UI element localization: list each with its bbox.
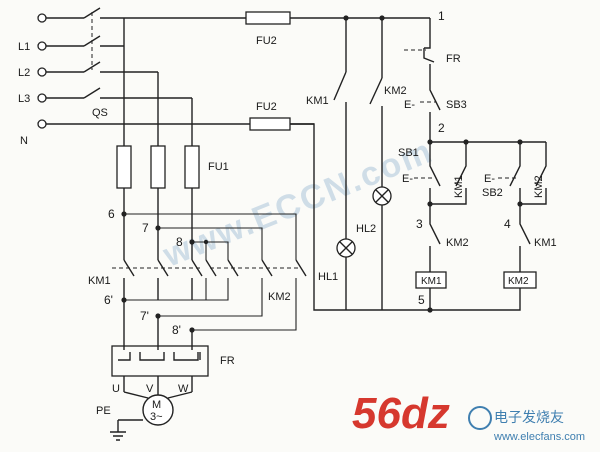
fuse-fu1-a [116,145,132,189]
label-coil-km1: KM1 [421,276,442,287]
fuse-fu2-top [245,11,291,25]
label-sb1: SB1 [398,147,419,159]
label-km2-interlock: KM2 [446,237,469,249]
brand-icon [468,406,492,430]
label-e-sb3: E- [404,99,415,111]
fuse-fu1-b [150,145,166,189]
label-km1-interlock: KM1 [534,237,557,249]
coil-km1 [415,271,447,289]
label-l1: L1 [18,41,30,53]
label-km1-hold: KM1 [453,175,465,198]
label-v: V [146,383,154,395]
label-motor-phase: 3~ [150,411,163,423]
label-fr-main: FR [220,355,235,367]
node-1: 1 [438,9,445,23]
node-8p: 8' [172,323,181,337]
label-fr-ctrl: FR [446,53,461,65]
label-motor: M [152,399,161,411]
terminal-n [37,119,47,129]
label-km2-main: KM2 [268,291,291,303]
label-n: N [20,135,28,147]
brand-watermark: 56dz 电子发烧友 www.elecfans.com [352,389,585,443]
label-e-sb2: E- [484,173,495,185]
label-hl2: HL2 [356,223,376,235]
node-3: 3 [416,217,423,231]
label-pe: PE [96,405,111,417]
label-km2-lamp: KM2 [384,85,407,97]
label-fu2-top: FU2 [256,35,277,47]
label-km2-hold: KM2 [533,175,545,198]
label-l3: L3 [18,93,30,105]
supply-lines [37,7,430,146]
terminal-top [37,13,47,23]
label-sb2: SB2 [482,187,503,199]
label-w: W [178,383,189,395]
label-km1-lamp: KM1 [306,95,329,107]
node-6p: 6' [104,293,113,307]
label-sb3: SB3 [446,99,467,111]
node-7p: 7' [140,309,149,323]
label-hl1: HL1 [318,271,338,283]
node-2: 2 [438,121,445,135]
label-km1-main: KM1 [88,275,111,287]
power-circuit [110,188,307,441]
labels: L1 L2 L3 N QS FU2 FU2 FU1 KM1 KM2 FR U V… [18,9,557,423]
control-circuit [290,15,547,313]
node-6: 6 [108,207,115,221]
label-coil-km2: KM2 [508,276,529,287]
fuse-fu2-mid [249,117,291,131]
label-fu2-mid: FU2 [256,101,277,113]
terminal-l1 [37,41,47,51]
brand-logo: 56dz [352,389,450,438]
node-8: 8 [176,235,183,249]
node-4: 4 [504,217,511,231]
thermal-relay-fr [111,345,209,377]
terminal-l3 [37,93,47,103]
node-5: 5 [418,293,425,307]
terminal-l2 [37,67,47,77]
fuse-fu1-c [184,145,200,189]
label-fu1: FU1 [208,161,229,173]
node-7: 7 [142,221,149,235]
label-qs: QS [92,107,108,119]
brand-cn: 电子发烧友 [494,409,564,425]
label-l2: L2 [18,67,30,79]
label-u: U [112,383,120,395]
label-e-sb1: E- [402,173,413,185]
brand-url: www.elecfans.com [493,431,585,443]
